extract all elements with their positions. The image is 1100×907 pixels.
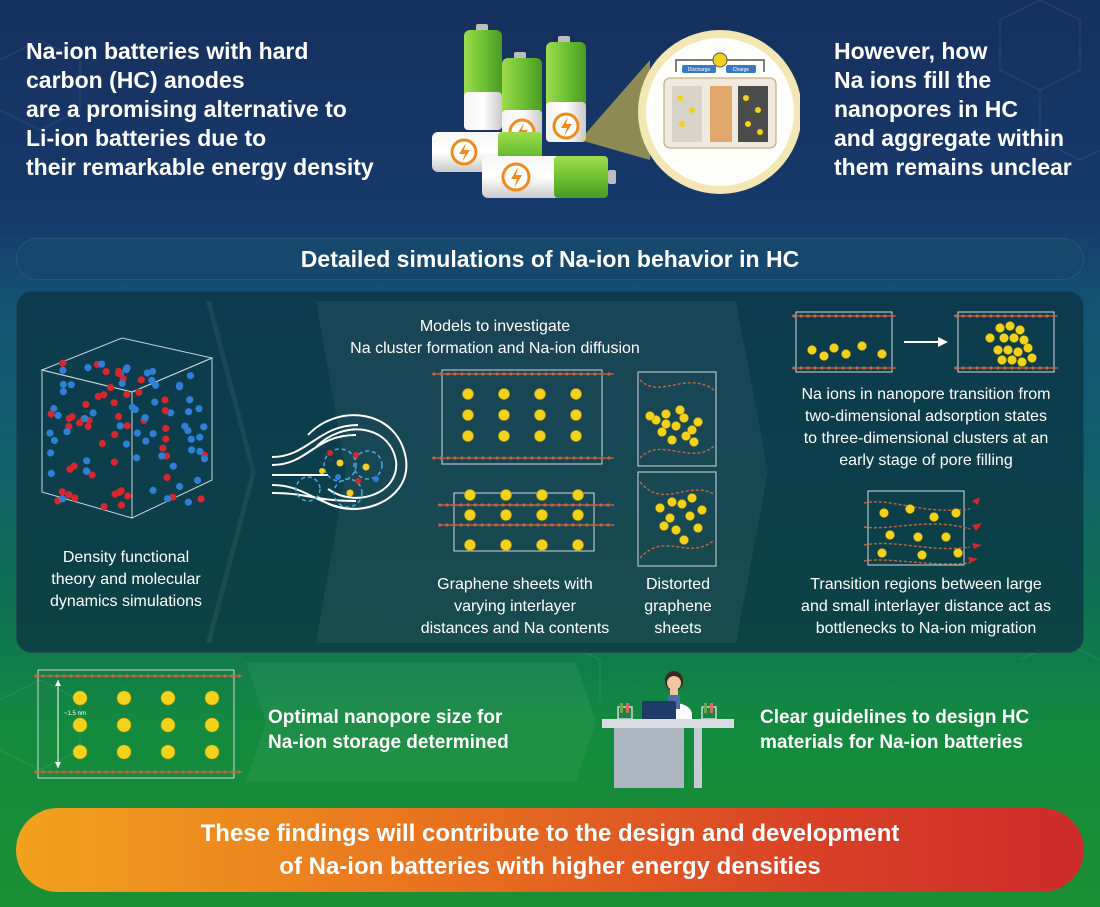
battery-zoom: Discharge Charge [580,30,800,194]
graphene-model-regular [432,369,614,465]
question-text: However, how Na ions fill the nanopores … [834,38,1072,180]
transition-caption: Na ions in nanopore transition from two-… [801,386,1051,469]
scale-label: ~1.5 nm [64,711,86,717]
battery-illustration [432,24,616,198]
graphene-model-narrow [438,489,614,552]
discharge-label: Discharge [688,67,711,73]
conclusion-banner: These findings will contribute to the de… [16,808,1084,892]
md-simulation-cube [40,337,214,519]
guidelines-text: Clear guidelines to design HC materials … [760,707,1030,753]
dft-caption: Density functional theory and molecular … [49,549,203,610]
intro-text: Na-ion batteries with hard carbon (HC) a… [26,38,374,180]
pore-filling-transition [792,311,1058,373]
scientist-illustration [602,671,734,788]
methods-panel [16,291,1084,653]
charge-label: Charge [733,67,750,73]
bottleneck-model [863,490,982,566]
atom-cloud [46,359,209,511]
optimal-pore-model: ~1.5 nm [34,669,242,779]
distorted-caption: Distorted graphene sheets [644,576,712,637]
diffusion-diagram [271,414,408,510]
section-banner: Detailed simulations of Na-ion behavior … [16,238,1084,280]
optimal-size-text: Optimal nanopore size for Na-ion storage… [268,707,509,753]
graphene-caption: Graphene sheets with varying interlayer … [420,576,610,637]
distorted-graphene-models [637,371,717,567]
models-title: Models to investigate Na cluster formati… [350,318,640,357]
optimal-size-arrow [246,662,596,782]
bottleneck-caption: Transition regions between large and sma… [801,576,1051,637]
